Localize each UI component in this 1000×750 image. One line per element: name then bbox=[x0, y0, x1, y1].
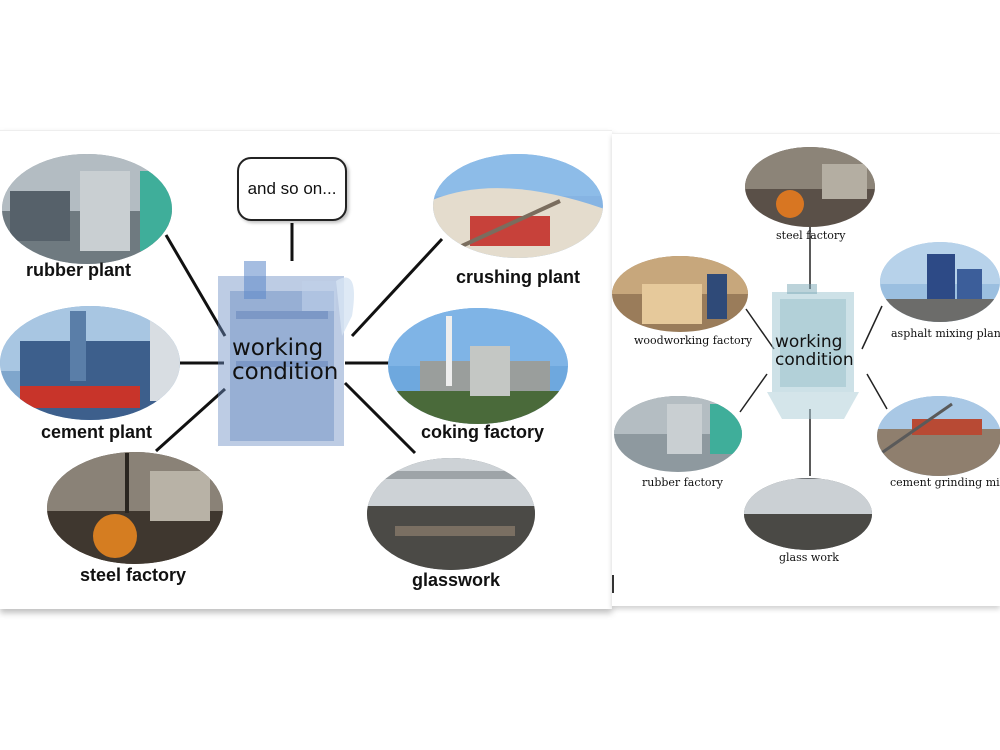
right-steel-factory-image bbox=[745, 147, 875, 227]
rubber-plant-image bbox=[2, 154, 172, 264]
working-condition-title: working condition bbox=[232, 336, 338, 384]
right-rubber-factory-label: rubber factory bbox=[642, 476, 723, 489]
right-diagram-panel: working condition steel factory woodwork… bbox=[612, 133, 1000, 606]
dust-collector-center-image bbox=[218, 261, 354, 446]
steel-factory-label: steel factory bbox=[80, 565, 187, 585]
cement-plant-label: cement plant bbox=[41, 422, 153, 442]
right-cement-grinding-mill-label: cement grinding mill bbox=[890, 476, 1000, 489]
cement-plant-image bbox=[0, 306, 180, 420]
right-asphalt-mixing-plant-label: asphalt mixing plant bbox=[891, 327, 1000, 340]
right-glass-work-label: glass work bbox=[779, 551, 839, 564]
right-steel-factory-label: steel factory bbox=[776, 229, 846, 242]
right-woodworking-factory-label: woodworking factory bbox=[634, 334, 753, 347]
right-working-condition-title: working condition bbox=[775, 332, 854, 370]
center-title-line-1: working bbox=[232, 335, 324, 361]
right-diagram-graphics bbox=[612, 147, 1000, 550]
and-so-on-callout: and so on... bbox=[237, 157, 347, 221]
right-center-title-line-1: working bbox=[775, 332, 843, 352]
right-connector-lines bbox=[739, 227, 888, 476]
center-title-line-2: condition bbox=[232, 359, 339, 386]
coking-factory-label: coking factory bbox=[421, 422, 545, 442]
right-rubber-factory-image bbox=[614, 396, 742, 472]
rubber-plant-label: rubber plant bbox=[26, 260, 132, 280]
steel-factory-image bbox=[47, 452, 223, 564]
text-cursor-mark bbox=[612, 575, 614, 593]
left-diagram-graphics bbox=[0, 154, 603, 570]
glasswork-label: glasswork bbox=[412, 570, 501, 590]
right-dust-collector-image bbox=[767, 284, 859, 419]
right-glass-work-image bbox=[744, 478, 872, 550]
right-center-title-line-2: condition bbox=[775, 349, 854, 370]
right-cement-grinding-mill-image bbox=[877, 396, 1000, 476]
right-asphalt-mixing-plant-image bbox=[880, 242, 1000, 322]
left-diagram-panel: and so on... working condition rubber pl… bbox=[0, 130, 612, 609]
right-woodworking-factory-image bbox=[612, 256, 748, 332]
crushing-plant-image bbox=[433, 154, 603, 258]
glasswork-image bbox=[367, 458, 535, 570]
coking-factory-image bbox=[388, 308, 568, 424]
connector-lines bbox=[154, 223, 444, 455]
crushing-plant-label: crushing plant bbox=[456, 267, 581, 287]
